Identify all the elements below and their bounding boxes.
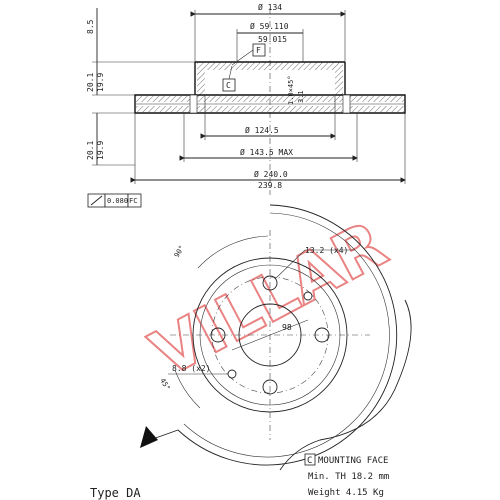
dim-240: Ø 240.0: [254, 169, 288, 179]
disc-outer-edge: [177, 204, 398, 466]
mounting-key: C: [307, 456, 312, 466]
dim-59-015: 59.015: [258, 35, 287, 44]
info-block: C MOUNTING FACE Min. TH 18.2 mm Weight 4…: [304, 453, 389, 498]
inner-step-left: [189, 94, 198, 114]
dim-angle-90: 90°: [173, 244, 186, 259]
tolerance-frame: 0.080 FC: [87, 193, 142, 208]
bolt-hole-right: [314, 327, 330, 343]
hat-wall-right: [335, 70, 343, 96]
angle-arc-90: [197, 235, 269, 269]
mounting-key-box: [304, 453, 316, 466]
dim-143-5: Ø 143.5 MAX: [240, 147, 293, 157]
bolt-hole-top: [262, 275, 278, 291]
front-view: 13.2 (x4) 8.8 (x2) 98 90° 45°: [140, 204, 412, 471]
dim-19-9-bottom: 19.9: [96, 141, 105, 160]
svg-text:C: C: [226, 81, 231, 90]
disc-outer-edge-2: [183, 212, 390, 458]
rotation-arrow-icon: [140, 426, 158, 448]
right-small-dimensions: 1.0×45° 3.1: [287, 75, 305, 105]
bolt-hole-left: [210, 327, 226, 343]
mounting-face-label: MOUNTING FACE: [318, 456, 388, 466]
left-dimensions: 8.5 20.1 19.9 20.1 19.9: [86, 8, 105, 165]
angle-arc-45: [174, 369, 201, 409]
runout-icon: [90, 195, 103, 206]
type-label: Type DA: [90, 486, 141, 500]
marker-c: C: [222, 65, 236, 92]
bolt-hole-bottom: [262, 379, 278, 395]
dim-8-5: 8.5: [86, 19, 95, 34]
dim-20-1-bottom: 20.1: [86, 141, 95, 160]
hat-wall-left: [197, 70, 205, 96]
disc-face-top: [136, 96, 404, 102]
dim-59-110: Ø 59.110: [250, 21, 289, 31]
min-thickness: Min. TH 18.2 mm: [308, 472, 389, 482]
disc-face-bottom: [136, 106, 404, 112]
disc-cutaway: [279, 299, 412, 471]
weight: Weight 4.15 Kg: [308, 488, 384, 498]
marker-f: F: [231, 43, 266, 66]
bottom-dimensions: Ø 124.5 Ø 143.5 MAX Ø 240.0 239.8: [130, 96, 406, 190]
dim-124-5: Ø 124.5: [245, 125, 279, 135]
inner-step-right: [342, 94, 351, 114]
dim-pcd: 98: [282, 323, 292, 332]
dim-19-9-top: 19.9: [96, 73, 105, 92]
dim-134: Ø 134: [258, 2, 282, 12]
dim-pin-holes: 8.8 (x2): [172, 364, 211, 373]
pin-hole-lower-left: [227, 369, 237, 379]
hat-hatch: [197, 62, 343, 70]
svg-text:F: F: [256, 46, 261, 55]
dim-20-1-top: 20.1: [86, 73, 95, 92]
dim-chamfer: 1.0×45°: [287, 75, 295, 105]
cross-section: [92, 8, 406, 195]
tolerance-ref: FC: [129, 197, 137, 205]
top-dimensions: Ø 134 Ø 59.110 59.015: [190, 2, 346, 62]
dim-239-8: 239.8: [258, 181, 282, 190]
tolerance-value: 0.080: [107, 197, 128, 205]
pin-hole-upper-right: [303, 291, 313, 301]
dim-3-1: 3.1: [297, 90, 305, 103]
dim-bolt-holes: 13.2 (x4): [305, 246, 348, 255]
